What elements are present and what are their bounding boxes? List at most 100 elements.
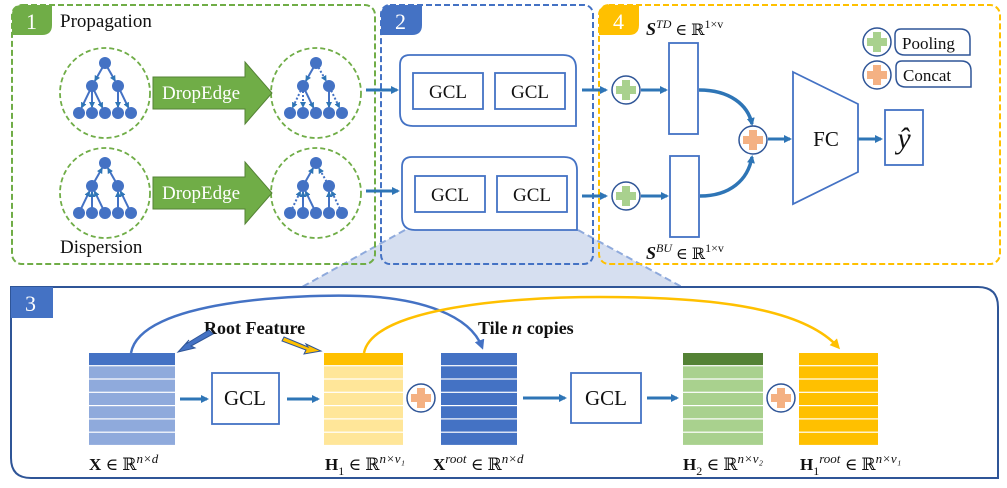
tree-edge <box>304 167 314 183</box>
tree-edge <box>80 190 91 209</box>
tree-node <box>99 207 111 219</box>
dropped-edge <box>318 167 328 183</box>
matrix-row <box>683 406 763 419</box>
tree-node <box>336 207 348 219</box>
bu-pooling-op <box>611 181 641 211</box>
s-bu-label: SBU ∈ ℝ1×v <box>646 241 724 263</box>
matrix-row <box>799 366 878 379</box>
propagation-tree-circle <box>59 47 151 139</box>
tree-node <box>323 80 335 92</box>
dropped-edge <box>330 190 341 209</box>
tree-node <box>297 80 309 92</box>
h1-root-matrix <box>799 353 878 445</box>
tree-edge <box>106 66 116 82</box>
panel-2-border <box>380 4 594 265</box>
dropedge-label-bottom: DropEdge <box>162 183 240 204</box>
tree-node <box>310 207 322 219</box>
matrix-root-row <box>799 353 878 366</box>
panel-1-badge <box>12 5 52 35</box>
panel-3-root-feature-enhancement: 3 Root Feature Tile n copies GCL GCL X ∈… <box>10 286 999 479</box>
dispersion-dropped-tree-circle <box>270 147 362 239</box>
tree-node <box>86 207 98 219</box>
concat-op-2 <box>766 383 796 413</box>
matrix-row <box>89 406 175 419</box>
panel-4-badge-number: 4 <box>613 9 624 34</box>
dropped-edge <box>291 190 302 209</box>
tree-node <box>125 207 137 219</box>
panel-3-badge <box>11 287 53 318</box>
matrix-row <box>324 406 403 419</box>
output-box <box>884 109 924 166</box>
tree-edge <box>93 90 104 109</box>
td-gcl-1-label: GCL <box>429 82 467 103</box>
td-gcl-1 <box>412 72 484 110</box>
matrix-root-row <box>683 353 763 366</box>
tree-node <box>73 207 85 219</box>
panel-2-badge-number: 2 <box>395 9 406 34</box>
matrix-label: H1 ∈ ℝn×v₁ <box>325 451 405 478</box>
tree-node <box>73 107 85 119</box>
root-feature-arrow-h1 <box>281 336 323 355</box>
tree-node <box>323 107 335 119</box>
tree-node <box>310 57 322 69</box>
root-feature-label: Root Feature <box>204 318 305 338</box>
concat-plus-icon <box>411 388 431 408</box>
tile-root-arc <box>129 294 485 354</box>
matrix-row <box>324 392 403 405</box>
bu-gcl-1-label: GCL <box>431 185 469 206</box>
fc-label: FC <box>813 127 839 151</box>
matrix-row <box>324 366 403 379</box>
tree-node <box>99 57 111 69</box>
matrix-root-row <box>89 353 175 366</box>
tree-node <box>86 107 98 119</box>
matrix-row <box>683 379 763 392</box>
tree-node <box>297 107 309 119</box>
tree-edge <box>119 90 130 109</box>
x-matrix <box>89 353 175 445</box>
dropped-edge <box>317 66 327 82</box>
dispersion-label: Dispersion <box>60 237 143 258</box>
s-bu-vector <box>669 155 700 238</box>
matrix-row <box>799 406 878 419</box>
matrix-label: H1root ∈ ℝn×v₁ <box>800 451 901 478</box>
tree-edge <box>304 190 315 209</box>
tree-graph <box>284 157 348 219</box>
matrix-row <box>441 392 517 405</box>
legend: Pooling Concat <box>862 27 972 90</box>
y-hat-label: ŷ <box>894 122 911 155</box>
matrix-row <box>799 432 878 445</box>
tree-node <box>323 180 335 192</box>
legend-item-pooling: Pooling <box>862 27 971 57</box>
zoom-edge-left <box>301 229 406 288</box>
matrix-row <box>89 379 175 392</box>
matrix-row <box>799 419 878 432</box>
tree-node <box>310 157 322 169</box>
legend-item-concat: Concat <box>862 60 972 90</box>
gcl-block-2-label: GCL <box>585 386 627 410</box>
bu-gcl-2-label: GCL <box>513 185 551 206</box>
matrix-label: H2 ∈ ℝn×v₂ <box>683 451 763 478</box>
panel-2-gcn-encoders: 2 GCL GCL GCL GCL <box>366 4 594 265</box>
tree-node <box>284 207 296 219</box>
matrix-root-row <box>324 353 403 366</box>
concat-plus-icon <box>867 65 887 85</box>
td-gcl-2 <box>494 72 566 110</box>
gcl-block-1-label: GCL <box>224 386 266 410</box>
fc-layer <box>792 70 859 206</box>
arrow-std-to-concat <box>698 88 755 126</box>
propagation-label: Propagation <box>60 11 152 32</box>
tree-node <box>112 107 124 119</box>
matrix-row <box>441 366 517 379</box>
tile-copies-label: Tile n copies <box>478 318 574 338</box>
tree-node <box>284 107 296 119</box>
matrix-row <box>441 419 517 432</box>
matrix-row <box>799 392 878 405</box>
tree-node <box>125 107 137 119</box>
dropedge-arrow-bottom <box>152 160 273 226</box>
panel-2-badge <box>381 5 422 35</box>
tree-node <box>99 107 111 119</box>
h1-root-arc <box>362 295 841 354</box>
concat-op-1 <box>406 383 436 413</box>
tree-edge <box>305 66 315 82</box>
